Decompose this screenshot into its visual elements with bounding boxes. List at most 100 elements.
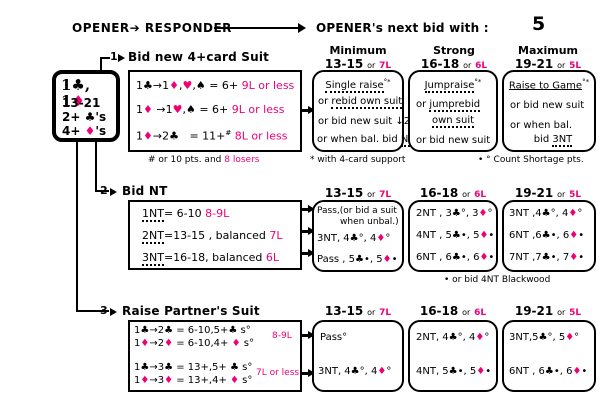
column-or: or <box>367 308 376 317</box>
responder-line: 1♣→2♣ = 6-10,5+♣ s° <box>134 325 251 336</box>
cell-line: Jumpraise°* <box>424 78 482 94</box>
cell-line: 3NT, 4♣°, 4♦° <box>317 233 391 244</box>
column-header-3-maximum: 19-21 or 5L <box>500 304 596 318</box>
cell-line: when unbal.) <box>340 217 399 227</box>
column-or: or <box>557 308 566 317</box>
column-or: or <box>367 61 376 70</box>
section-title-2: Bid NT <box>122 184 168 198</box>
opening-bid-box: 1♣, 1♦ 13-21 2+ ♣'s 4+ ♦'s <box>52 70 120 142</box>
header-opener-responder: OPENER➔ RESPONDER <box>72 21 232 35</box>
column-losers: 5L <box>569 61 582 71</box>
footnote-shortage-points: • ° Count Shortage pts. <box>478 155 584 165</box>
opener-cell-1-maximum: Raise to Game°* or bid new suit or when … <box>502 70 596 152</box>
column-range: 13-15 <box>324 57 364 71</box>
branch-lead-1 <box>100 57 110 59</box>
flow-arrow-icon <box>308 227 315 235</box>
opener-cell-3-maximum: 3NT,5♣°, 5♦° 6NT , 6♣•, 6♦• <box>502 320 596 392</box>
branch-stem-1 <box>100 57 102 70</box>
responder-line: 1♦→2♣ = 11+# 8L or less <box>136 129 288 143</box>
footnote-4card-support: * with 4-card support <box>310 155 406 165</box>
opener-cell-3-strong: 2NT, 4♣°, 4♦° 4NT, 5♣•, 5♦• <box>408 320 498 392</box>
cell-line: 6NT , 6♣•, 6♦• <box>416 252 495 263</box>
opener-cell-2-maximum: 3NT ,4♣°, 4♦° 6NT ,6♣•, 6♦• 7NT ,7♣•, 7♦… <box>502 200 596 272</box>
column-losers: 5L <box>569 308 582 318</box>
section-arrow-icon-2 <box>110 188 117 196</box>
column-range: 19-21 <box>514 186 554 200</box>
responder-line: 1♦→3♦ = 13+,4+ ♦ s° <box>134 375 253 386</box>
opening-points: 13-21 <box>62 96 101 110</box>
cell-line: 4NT , 5♣•, 5♦• <box>416 230 495 241</box>
branch-trunk <box>76 142 78 312</box>
cell-line: bid 3NT <box>533 134 573 147</box>
column-or: or <box>462 190 471 199</box>
flow-arrow-stem <box>302 109 310 112</box>
branch-stem-2 <box>95 142 97 192</box>
section-arrow-icon-3 <box>110 308 117 316</box>
section-number-2: 2 <box>100 184 108 197</box>
cell-line: 2NT , 3♣°, 3♦° <box>416 208 493 219</box>
responder-line: 1♦→2♦ = 6-10,4+ ♦ s° <box>134 338 254 349</box>
cell-line: or when bal. <box>510 120 573 131</box>
flow-arrow-icon <box>308 249 315 257</box>
cell-line: own suit <box>431 115 475 128</box>
column-losers: 5L <box>569 190 582 200</box>
responder-box-2: 1NT= 6-10 8-9L 2NT=13-15 , balanced 7L 3… <box>128 200 302 270</box>
column-header-2-strong: 16-18 or 6L <box>406 186 500 200</box>
cell-line: or bid new suit ↓2♦ <box>318 116 419 127</box>
responder-line: 1♣→3♣ = 13+,5+ ♣ s° <box>134 362 253 373</box>
branch-lead-2 <box>95 190 109 192</box>
column-header-2-maximum: 19-21 or 5L <box>500 186 596 200</box>
section-number-1: 1 <box>110 50 118 63</box>
opener-cell-2-strong: 2NT , 3♣°, 3♦° 4NT , 5♣•, 5♦• 6NT , 6♣•,… <box>408 200 498 272</box>
cell-line: or rebid own suit <box>318 96 403 109</box>
column-range: 16-18 <box>419 304 459 318</box>
cell-line: or when bal. bid NT <box>317 134 415 147</box>
cell-line: 3NT ,4♣°, 4♦° <box>509 208 583 219</box>
section-number-3: 3 <box>100 304 108 317</box>
cell-line: 4NT, 5♣•, 5♦• <box>416 366 492 377</box>
opener-cell-3-minimum: Pass° 3NT, 4♣°, 4♦° <box>312 320 404 392</box>
cell-line: 6NT ,6♣•, 6♦• <box>509 230 585 241</box>
responder-line: 1♣→1♦,♥,♠ = 6+ 9L or less <box>136 79 295 92</box>
column-range: 19-21 <box>514 304 554 318</box>
column-title: Strong <box>433 44 475 57</box>
column-title: Maximum <box>518 44 578 57</box>
column-losers: 6L <box>475 61 488 71</box>
column-header-strong: Strong 16-18 or 6L <box>406 44 502 71</box>
section-title-1: Bid new 4+card Suit <box>128 50 270 64</box>
cell-line: Pass,(or bid a suit <box>317 206 397 216</box>
branch-lead-3 <box>76 310 109 312</box>
footnote-blackwood: • or bid 4NT Blackwood <box>444 275 551 285</box>
header-arrow-icon <box>298 23 306 33</box>
opener-cell-1-strong: Jumpraise°* or jumprebid own suit or bid… <box>408 70 498 152</box>
section-title-3: Raise Partner's Suit <box>122 304 260 318</box>
cell-line: Raise to Game°* <box>508 78 590 92</box>
column-or: or <box>557 61 566 70</box>
section-arrow-icon-1 <box>118 54 125 62</box>
cell-line: Single raise°* <box>325 78 391 94</box>
footnote-losers-1: # or 10 pts. and 8 losers <box>148 155 260 165</box>
cell-line: 2NT, 4♣°, 4♦° <box>416 332 490 343</box>
responder-line: 1NT= 6-10 8-9L <box>142 207 230 222</box>
column-header-3-minimum: 13-15 or 7L <box>310 304 406 318</box>
column-range: 16-18 <box>419 186 459 200</box>
column-title: Minimum <box>329 44 387 57</box>
flow-arrow-icon <box>308 369 315 377</box>
cell-line: Pass , 5♣•, 5♦• <box>317 254 398 265</box>
flow-arrow-stem <box>302 372 310 375</box>
column-or: or <box>557 190 566 199</box>
flow-arrow-icon <box>308 106 315 114</box>
cell-line: or bid new suit <box>416 135 491 146</box>
responder-box-3: 1♣→2♣ = 6-10,5+♣ s° 1♦→2♦ = 6-10,4+ ♦ s°… <box>128 320 302 392</box>
column-losers: 7L <box>379 308 392 318</box>
column-range: 16-18 <box>420 57 460 71</box>
opener-cell-2-minimum: Pass,(or bid a suit when unbal.) 3NT, 4♣… <box>312 200 404 272</box>
opening-diamonds: 4+ ♦'s <box>62 124 107 138</box>
cell-line: 3NT,5♣°, 5♦° <box>509 332 580 343</box>
column-or: or <box>463 61 472 70</box>
column-or: or <box>367 190 376 199</box>
flow-arrow-stem <box>302 208 310 211</box>
cell-line: 6NT , 6♣•, 6♦• <box>509 366 588 377</box>
flow-arrow-icon <box>308 205 315 213</box>
